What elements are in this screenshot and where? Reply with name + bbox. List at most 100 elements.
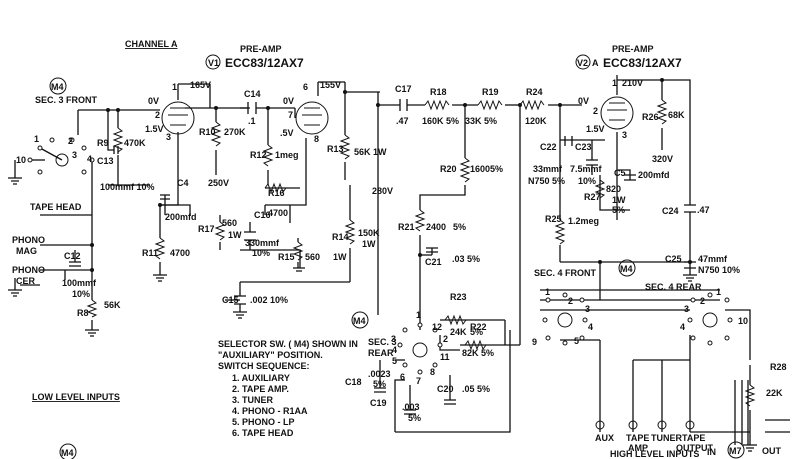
pin-label: 6 [400, 372, 405, 382]
c25-ref: C25 [665, 254, 682, 264]
tube-pin: 2 [155, 110, 160, 120]
c22-tol: N750 5% [528, 176, 565, 186]
tape-head-label: TAPE HEAD [30, 202, 82, 212]
r17-watt: 1W [228, 230, 242, 240]
c19-tol: 5% [408, 413, 421, 423]
r15-watt: 1W [333, 252, 347, 262]
pin-label: 3 [72, 150, 77, 160]
pin-label: 1 [545, 287, 550, 297]
r27-ref: R27 [584, 192, 601, 202]
r10-ref: R10 [199, 127, 216, 137]
r11-value: 4700 [170, 248, 190, 258]
selector-note-line3: SWITCH SEQUENCE: [218, 361, 310, 371]
c17-ref: C17 [395, 84, 412, 94]
phono-cer-label-2: CER [16, 276, 36, 286]
pin-label: 3 [585, 304, 590, 314]
r8-ref: R8 [77, 308, 89, 318]
pin-label: 1 [716, 287, 721, 297]
r27-watt: 1W [612, 195, 626, 205]
r25-ref: R25 [545, 214, 562, 224]
pin-label: 9 [532, 337, 537, 347]
phono-cer-label-1: PHONO [12, 265, 45, 275]
resistors [86, 99, 756, 407]
pin-label: 5 [574, 336, 579, 346]
v2-grid-voltage: 0V [578, 96, 589, 106]
c20-ref: C20 [437, 384, 454, 394]
v1-plate2-voltage: 155V [320, 80, 341, 90]
tube-pin: 3 [166, 132, 171, 142]
c21-value: .03 5% [452, 254, 480, 264]
c25-tol: N750 10% [698, 265, 740, 275]
sec3-rear-label-1: SEC. 3 [368, 337, 397, 347]
pin-label: 1 [416, 310, 421, 320]
b320-voltage: 320V [652, 154, 673, 164]
pin-label: 4 [392, 345, 397, 355]
header-labels: CHANNEL A PRE-AMP V1 ECC83/12AX7 PRE-AMP… [125, 39, 682, 70]
tape-output-label-2: OUTPUT [676, 443, 714, 453]
r20-value: 1600 [470, 164, 490, 174]
r24-value: 120K [525, 116, 547, 126]
c15-value: .002 10% [250, 295, 288, 305]
c15-ref: C15 [222, 295, 239, 305]
pin-label: 12 [432, 322, 442, 332]
r19-value: 33K 5% [465, 116, 497, 126]
component-labels: R9 470K C13 100mmf 10% R10 270K C14 .1 R… [62, 84, 787, 423]
switch-seq-item: 1. AUXILIARY [232, 373, 290, 383]
selector-note-line1: SELECTOR SW. ( M4) SHOWN IN [218, 339, 358, 349]
tube-right-label: ECC83/12AX7 [603, 56, 682, 70]
tube-v1-section1 [161, 101, 195, 135]
pin-label: 2 [68, 136, 73, 146]
r21-tol: 5% [453, 222, 466, 232]
c16-ref: C16 [254, 210, 271, 220]
r26-ref: R26 [642, 112, 659, 122]
c5-ref: C5 [614, 168, 626, 178]
phono-mag-label-1: PHONO [12, 235, 45, 245]
v1-grid2-voltage: 0V [283, 96, 294, 106]
pin-label: 11 [440, 352, 450, 362]
m7-label: M7 [729, 446, 742, 456]
tape-output-label-1: TAPE [682, 433, 705, 443]
high-level-inputs-label: HIGH LEVEL INPUTS [610, 449, 699, 459]
tube-pin: 2 [593, 106, 598, 116]
m4-bottom-label: M4 [61, 448, 74, 458]
r26-value: 68K [668, 110, 685, 120]
preamp-right-label: PRE-AMP [612, 44, 654, 54]
pin-label: 5 [392, 356, 397, 366]
switch-seq-item: 6. TAPE HEAD [232, 428, 294, 438]
r18-ref: R18 [430, 87, 447, 97]
c18-value: .0023 [368, 369, 391, 379]
selector-switch-sec3-rear [397, 322, 443, 375]
r14-watt: 1W [362, 239, 376, 249]
c12-ref: C12 [64, 251, 81, 261]
v2-cath-voltage: 1.5V [586, 124, 605, 134]
pin-label: 3 [391, 334, 396, 344]
c16-tol: 10% [252, 248, 270, 258]
selector-switch-sec4-rear [687, 292, 733, 346]
pin-label: 10 [738, 316, 748, 326]
r21-ref: R21 [398, 222, 415, 232]
c23-ref: C23 [575, 142, 592, 152]
selector-switch-sec4-front [542, 292, 588, 346]
v2-ref-circle [575, 54, 591, 70]
r12-value: 1meg [275, 150, 299, 160]
r16-value: 4700 [268, 208, 288, 218]
ground-symbols [8, 177, 757, 452]
c13-value: 100mmf 10% [100, 182, 155, 192]
pin-label: 2 [700, 296, 705, 306]
tube-v2-section-a [600, 96, 634, 130]
pin-label: 4 [588, 322, 593, 332]
r20-ref: R20 [440, 164, 457, 174]
m4-left-label: M4 [51, 82, 64, 92]
c18-tol: 5% [373, 379, 386, 389]
r16-ref: R16 [268, 188, 285, 198]
tape-amp-label-1: TAPE [626, 433, 649, 443]
c22-ref: C22 [540, 142, 557, 152]
switch-pin-labels: 1 2 3 4 10 1 12 2 3 4 5 6 7 8 11 1 2 3 4… [16, 134, 748, 386]
c19-value: .003 [402, 402, 420, 412]
r12-ref: R12 [250, 150, 267, 160]
pin-label: 4 [680, 322, 685, 332]
output-jacks [595, 380, 790, 445]
r8-value: 56K [104, 300, 121, 310]
